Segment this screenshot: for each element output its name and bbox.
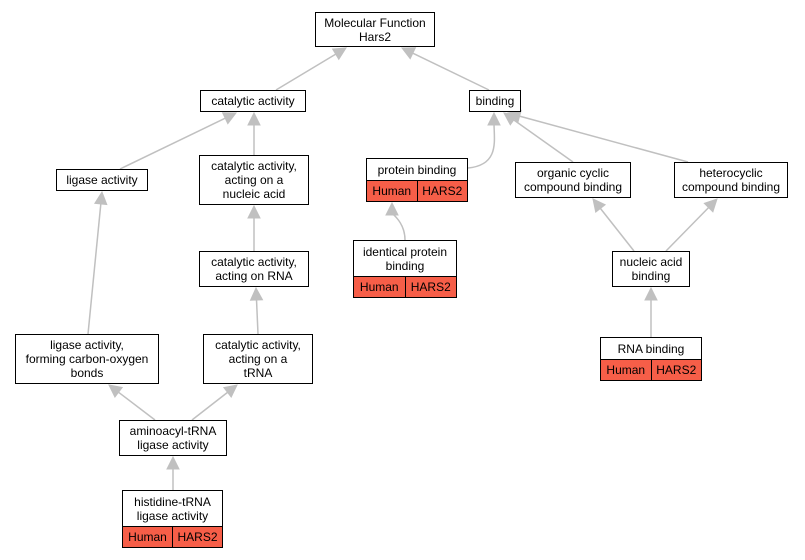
edge-arrowhead [703, 198, 718, 213]
edge-his-aatrna [166, 455, 180, 490]
edge-line [391, 212, 406, 241]
edge-cat-mf [275, 47, 347, 91]
go-term-node-catna[interactable]: catalytic activity, acting on a nucleic … [199, 155, 309, 205]
go-term-node-cat[interactable]: catalytic activity [200, 90, 306, 112]
go-term-node-bind[interactable]: binding [469, 90, 521, 112]
go-term-label: protein binding [377, 162, 457, 177]
edge-nab-org [592, 198, 635, 252]
edge-arrowhead [93, 190, 108, 206]
go-term-label: organic cyclic compound binding [523, 166, 623, 194]
go-term-node-het[interactable]: heterocyclic compound binding [674, 162, 788, 198]
go-term-node-mf[interactable]: Molecular Function Hars2 [315, 12, 435, 47]
gene-tag: HARS2 [172, 527, 222, 547]
gene-tag: HARS2 [650, 360, 701, 380]
gene-tag: HARS2 [416, 181, 467, 201]
edge-arrowhead [487, 111, 501, 126]
edge-catrna-catna [247, 204, 261, 251]
edge-arrowhead [247, 111, 261, 126]
edge-arrowhead [249, 286, 264, 301]
go-term-label: binding [475, 94, 515, 108]
edge-line [275, 52, 338, 91]
go-term-label: ligase activity [66, 173, 138, 187]
edge-arrowhead [331, 47, 347, 61]
go-term-label: identical protein binding [362, 244, 448, 273]
go-term-label: RNA binding [617, 341, 685, 356]
edge-rnab-nab [644, 286, 658, 337]
edge-line [517, 114, 689, 163]
go-term-node-org[interactable]: organic cyclic compound binding [515, 162, 631, 198]
edge-line [119, 116, 228, 170]
go-term-node-catrna[interactable]: catalytic activity, acting on RNA [199, 251, 309, 287]
species-tag: Human [367, 181, 417, 201]
go-term-node-aatrna[interactable]: aminoacyl-tRNA ligase activity [119, 420, 227, 456]
go-term-label: nucleic acid binding [619, 255, 683, 283]
go-term-label: histidine-tRNA ligase activity [134, 494, 211, 523]
go-term-node-cattrna[interactable]: catalytic activity, acting on a tRNA [203, 334, 313, 384]
edge-arrowhead [108, 384, 124, 398]
go-term-label: catalytic activity, acting on a tRNA [215, 338, 301, 380]
edge-line [191, 390, 230, 421]
go-term-node-nab[interactable]: nucleic acid binding [612, 251, 690, 287]
edge-line [665, 205, 711, 252]
edge-arrowhead [385, 201, 399, 216]
edge-bind-mf [400, 47, 490, 91]
edge-arrowhead [592, 198, 607, 214]
edge-cattrna-catrna [249, 286, 264, 335]
edge-ligco-lig [87, 190, 108, 335]
edge-arrowhead [221, 112, 238, 125]
edges-layer [87, 47, 718, 490]
edge-arrowhead [222, 384, 238, 399]
edge-line [116, 390, 156, 421]
go-term-label: aminoacyl-tRNA ligase activity [129, 424, 217, 452]
go-term-label: catalytic activity, acting on a nucleic … [211, 159, 297, 201]
go-term-label: heterocyclic compound binding [681, 166, 781, 194]
edge-arrowhead [400, 47, 417, 60]
edge-het-bind [506, 109, 689, 163]
species-tag: Human [601, 360, 651, 380]
edge-org-bind [503, 112, 574, 163]
edge-lig-cat [119, 112, 238, 170]
edge-aatrna-cattrna [191, 384, 238, 421]
go-term-node-ligco[interactable]: ligase activity, forming carbon-oxygen b… [15, 334, 159, 384]
edge-arrowhead [166, 455, 180, 470]
edge-line [410, 51, 490, 91]
edge-ident-prot [385, 201, 406, 241]
go-term-node-lig[interactable]: ligase activity [56, 169, 148, 191]
edge-aatrna-ligco [108, 384, 156, 421]
edge-nab-het [665, 198, 718, 252]
go-term-label: Molecular Function Hars2 [324, 15, 426, 44]
edge-line [511, 118, 574, 163]
species-tag: Human [354, 277, 405, 297]
edge-line [467, 122, 496, 169]
edge-line [255, 297, 259, 335]
edge-catna-cat [247, 111, 261, 155]
edge-line [598, 206, 635, 252]
go-term-label: catalytic activity, acting on RNA [211, 255, 297, 283]
go-term-label: catalytic activity [211, 94, 295, 108]
edge-arrowhead [644, 286, 658, 301]
species-tag: Human [123, 527, 172, 547]
edge-prot-bind [467, 111, 501, 169]
go-term-label: ligase activity, forming carbon-oxygen b… [25, 338, 149, 380]
edge-line [87, 201, 102, 335]
edge-arrowhead [247, 204, 261, 219]
gene-tag: HARS2 [404, 277, 456, 297]
